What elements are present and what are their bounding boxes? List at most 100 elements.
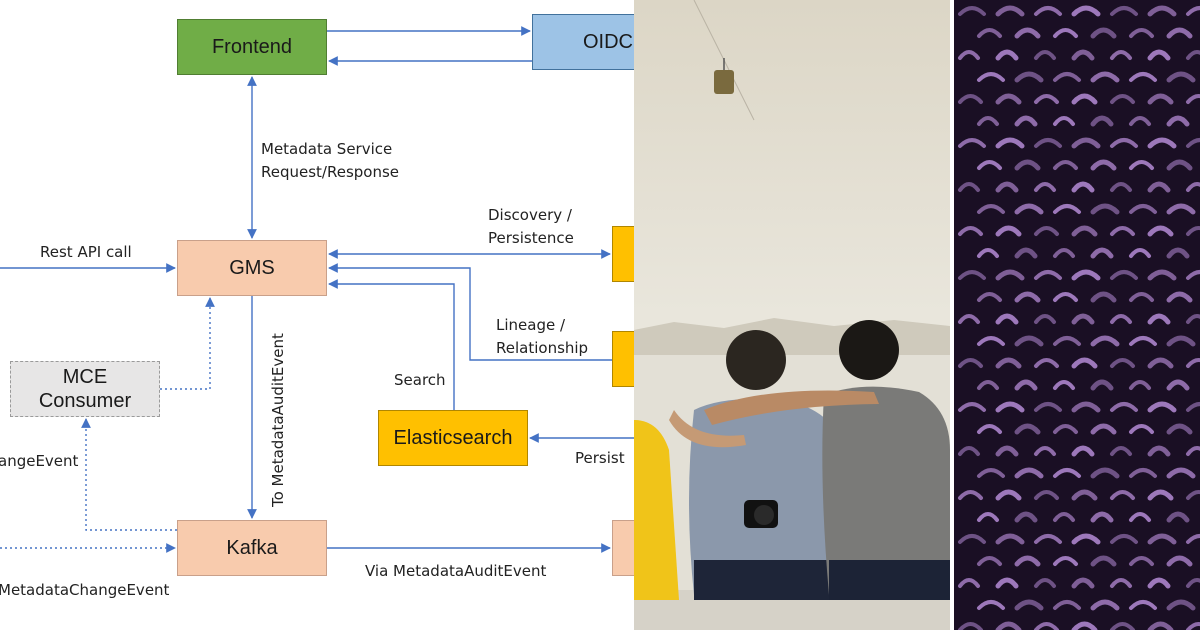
search-label: Search xyxy=(394,371,446,389)
pattern-chevron xyxy=(1186,622,1200,630)
pattern-chevron xyxy=(995,445,1019,457)
pattern-chevron xyxy=(995,181,1019,193)
pattern-chevron xyxy=(958,314,980,324)
kafka-node: Kafka xyxy=(177,520,327,576)
lineage-label: Lineage / Relationship xyxy=(496,314,588,360)
pattern-chevron xyxy=(1110,314,1132,324)
pattern-chevron xyxy=(1090,599,1120,611)
pattern-chevron xyxy=(1071,621,1098,630)
pattern-chevron xyxy=(1147,533,1177,545)
pattern-chevron xyxy=(1071,269,1101,281)
pattern-chevron xyxy=(1090,335,1120,347)
metadata-service-label-line2: Request/Response xyxy=(261,163,400,181)
via-mae-label: Via MetadataAuditEvent xyxy=(365,562,547,580)
pattern-chevron xyxy=(1034,270,1062,280)
distant-hills xyxy=(634,318,950,360)
pattern-chevron xyxy=(958,358,983,368)
pattern-chevron xyxy=(1147,357,1174,369)
pattern-chevron xyxy=(1071,137,1101,149)
pattern-chevron xyxy=(958,490,983,500)
pattern-chevron xyxy=(1071,181,1095,193)
pattern-chevron xyxy=(958,50,980,60)
pattern-chevron xyxy=(1129,248,1151,258)
pattern-chevron xyxy=(1034,6,1062,16)
pattern-chevron xyxy=(1129,424,1154,434)
pattern-chevron xyxy=(977,600,1005,610)
pattern-chevron xyxy=(1147,577,1171,589)
pattern-chevron xyxy=(995,357,1022,369)
pattern-chevron xyxy=(1090,203,1120,215)
pattern-chevron xyxy=(1147,313,1171,325)
pattern-chevron xyxy=(1129,468,1157,478)
pattern-chevron xyxy=(1090,71,1120,83)
pattern-chevron xyxy=(995,533,1025,545)
pattern-chevron xyxy=(1034,534,1062,544)
pattern-chevron xyxy=(995,137,1025,149)
pattern-chevron xyxy=(1090,467,1120,479)
pattern-chevron xyxy=(1053,512,1075,522)
pattern-chevron xyxy=(977,380,999,390)
pattern-chevron xyxy=(1014,599,1044,611)
metadata-service-label: Metadata Service Request/Response xyxy=(261,138,399,184)
pattern-chevron xyxy=(1034,578,1056,588)
pattern-chevron xyxy=(1186,402,1200,412)
frontend-label: Frontend xyxy=(211,36,293,58)
pattern-chevron xyxy=(958,446,980,456)
kafka-to-mce-arrow xyxy=(81,418,177,531)
pattern-chevron xyxy=(1090,379,1114,391)
pattern-chevron xyxy=(995,225,1022,237)
pattern-chevron xyxy=(977,204,1005,214)
pattern-chevron xyxy=(995,313,1019,325)
pattern-chevron xyxy=(1034,402,1062,412)
pattern-chevron xyxy=(1186,314,1200,324)
pattern-chevron xyxy=(1034,490,1059,500)
pattern-chevron xyxy=(1129,160,1154,170)
pattern-chevron xyxy=(1166,71,1196,83)
lineage-arrow xyxy=(328,263,612,361)
pattern-chevron xyxy=(1014,379,1038,391)
pattern-chevron xyxy=(1071,577,1095,589)
pattern-chevron xyxy=(1186,358,1200,368)
pattern-chevron xyxy=(977,28,1002,38)
pattern-chevron xyxy=(995,93,1022,105)
pattern-chevron xyxy=(1090,555,1117,567)
pattern-chevron xyxy=(1053,380,1075,390)
pattern-chevron xyxy=(1090,159,1117,171)
pattern-chevron xyxy=(995,577,1019,589)
pattern-chevron xyxy=(1147,93,1174,105)
pattern-chevron xyxy=(1166,335,1196,347)
pattern-chevron xyxy=(1071,401,1101,413)
pattern-chevron xyxy=(1053,116,1075,126)
pattern-chevron xyxy=(1110,270,1138,280)
pattern-chevron xyxy=(1014,27,1041,39)
pattern-chevron xyxy=(958,402,986,412)
pattern-chevron xyxy=(1110,138,1138,148)
pattern-chevron xyxy=(1129,336,1157,346)
pattern-chevron xyxy=(977,248,999,258)
image-divider xyxy=(950,0,954,630)
pattern-chevron xyxy=(1053,160,1078,170)
pattern-chevron xyxy=(1110,446,1132,456)
photo-illustration xyxy=(634,0,950,630)
gms-node: GMS xyxy=(177,240,327,296)
pattern-chevron xyxy=(1186,490,1200,500)
pattern-chevron xyxy=(1034,182,1056,192)
pattern-chevron xyxy=(1110,50,1132,60)
pattern-chevron xyxy=(1110,182,1132,192)
pattern-chevron xyxy=(958,94,983,104)
pattern-chevron xyxy=(1090,27,1117,39)
pattern-chevron xyxy=(1166,511,1190,523)
downstream-node xyxy=(612,520,634,576)
pattern-chevron xyxy=(1014,203,1044,215)
pattern-chevron xyxy=(958,6,986,16)
pattern-chevron xyxy=(958,182,980,192)
pattern-chevron xyxy=(1110,358,1135,368)
pattern-chevron xyxy=(1053,424,1078,434)
pattern-chevron xyxy=(1110,578,1132,588)
pattern-chevron xyxy=(1166,115,1190,127)
pattern-chevron xyxy=(1071,313,1095,325)
pattern-chevron xyxy=(958,138,986,148)
pattern-chevron xyxy=(1090,247,1114,259)
right-man-jeans xyxy=(829,560,950,600)
pattern-chevron xyxy=(1166,599,1196,611)
